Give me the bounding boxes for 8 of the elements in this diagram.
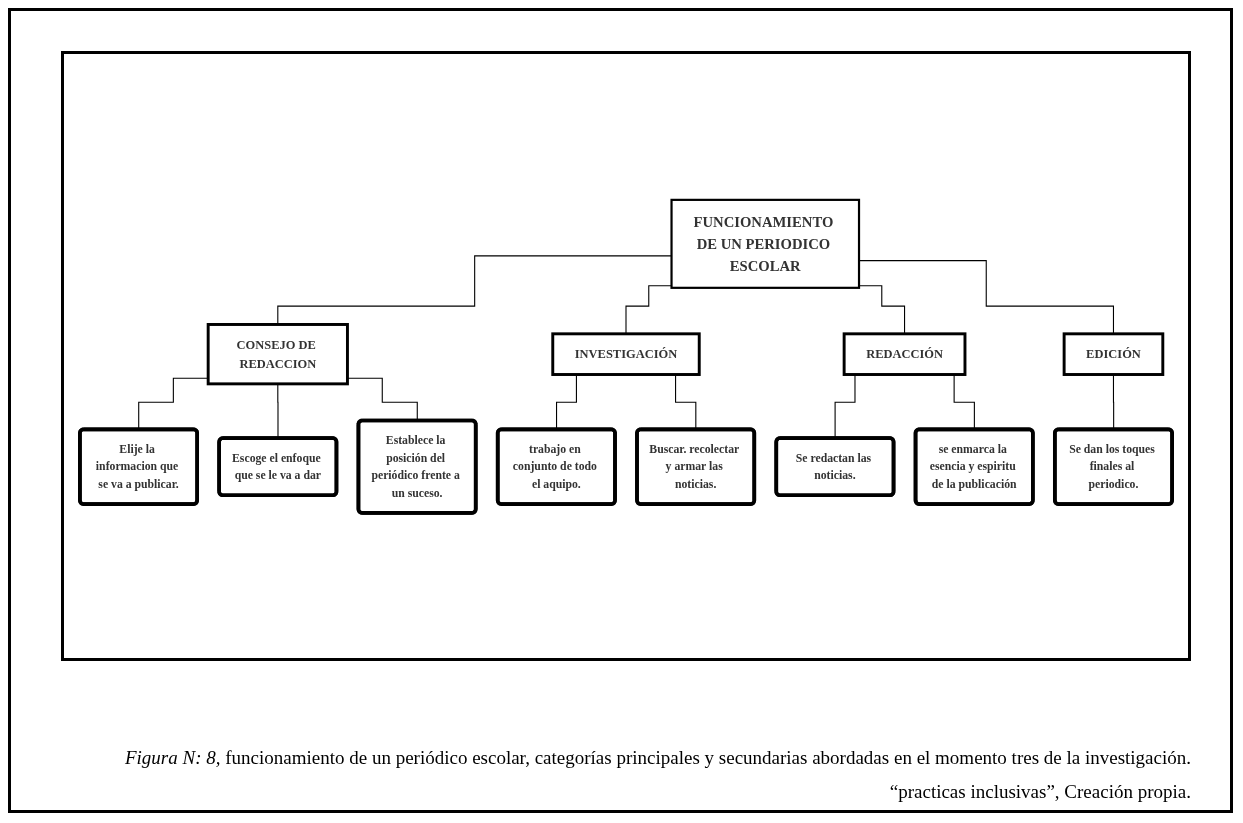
connector <box>858 284 906 334</box>
node-box: EDICIÓN <box>1062 332 1165 376</box>
connector <box>858 259 1114 334</box>
node-box: CONSEJO DE REDACCION <box>206 322 349 385</box>
node-box: FUNCIONAMIENTO DE UN PERIODICO ESCOLAR <box>670 198 861 289</box>
figure-caption: Figura N: 8, funcionamiento de un periódico escolar, categorías principales y secundarias abordadas en el momento tres de la investigación. “practicas inclusivas”, Creación propia. <box>123 746 1191 804</box>
node-box: INVESTIGACIÓN <box>551 332 701 376</box>
node-box: REDACCIÓN <box>842 332 967 376</box>
